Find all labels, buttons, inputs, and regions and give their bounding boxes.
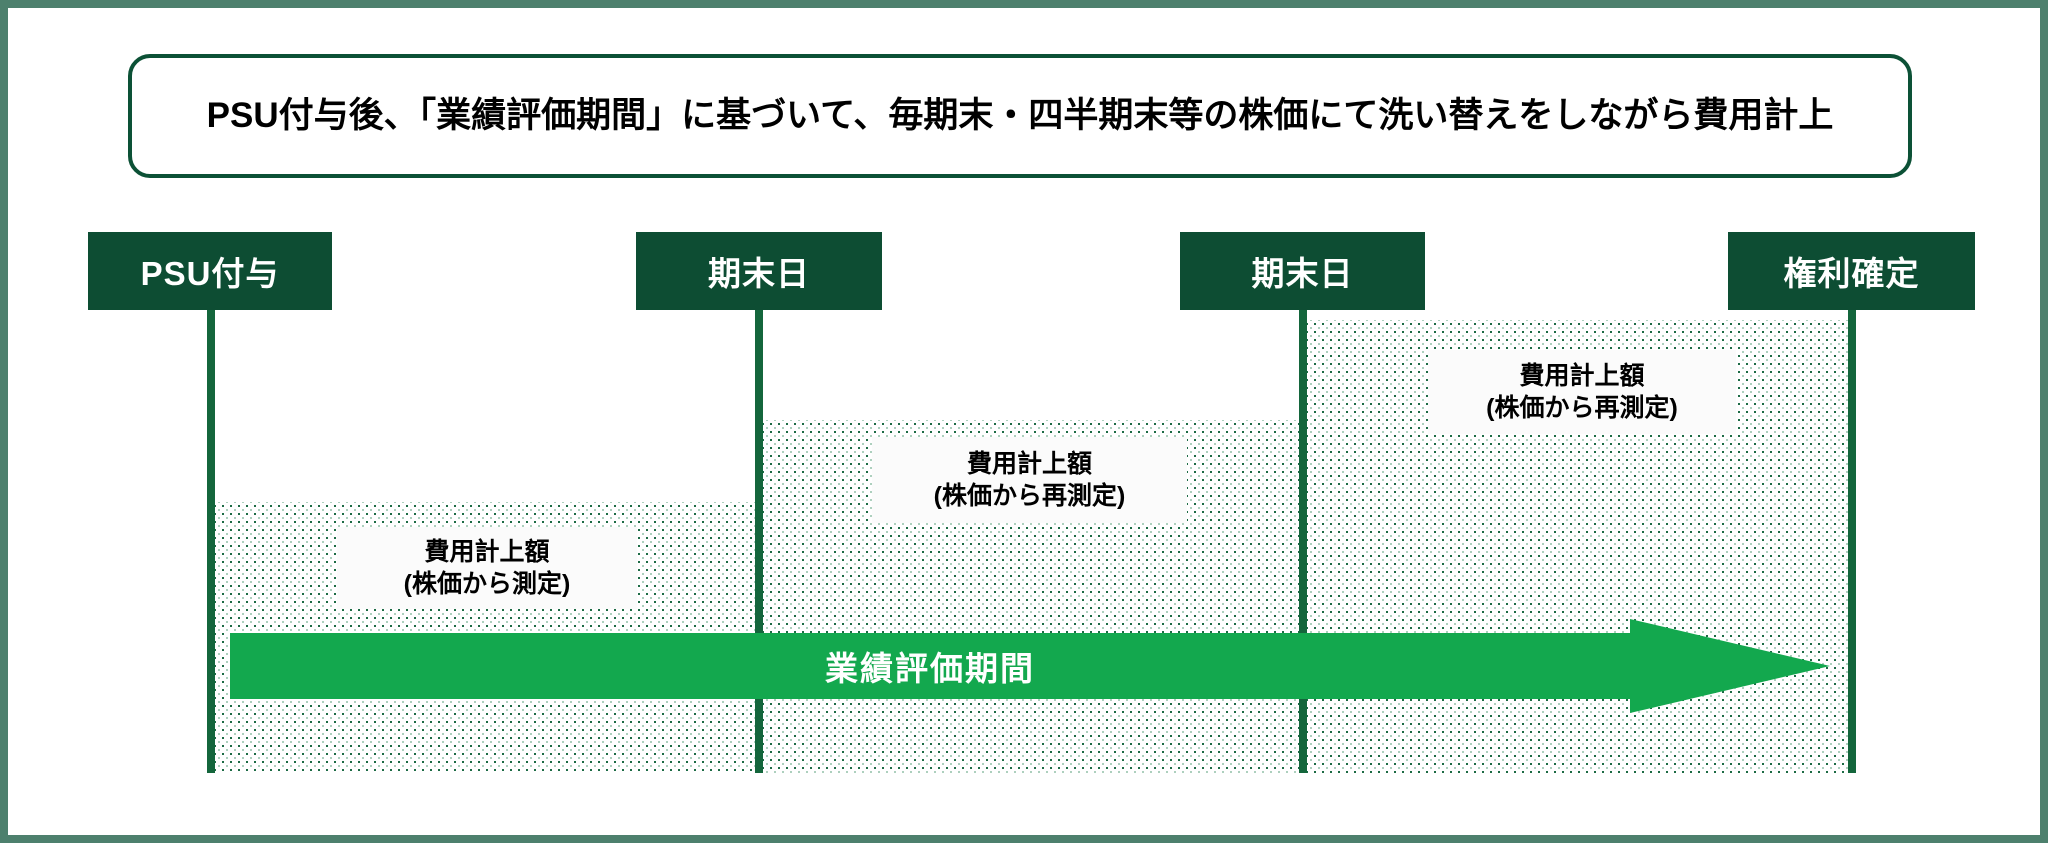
milestone-label-2: 期末日 (708, 255, 810, 292)
expense-box-initial: 費用計上額 (株価から測定) (337, 527, 637, 609)
expense-box-remeasure-1-line-2: (株価から再測定) (933, 482, 1126, 510)
expense-box-remeasure-2: 費用計上額 (株価から再測定) (1428, 350, 1736, 434)
expense-box-remeasure-2-line-1: 費用計上額 (1519, 362, 1645, 390)
header-callout-text: PSU付与後、「業績評価期間」に基づいて、毎期末・四半期末等の株価にて洗い替えを… (206, 96, 1834, 135)
expense-box-remeasure-1: 費用計上額 (株価から再測定) (872, 437, 1187, 523)
expense-box-initial-line-2: (株価から測定) (403, 570, 571, 598)
milestone-label-1: PSU付与 (140, 255, 280, 292)
milestone-box-2[interactable]: 期末日 (636, 232, 882, 310)
performance-period-arrow: 業績評価期間 (230, 619, 1830, 713)
timeline-rule-1 (207, 310, 215, 773)
timeline-rule-2 (755, 310, 763, 773)
header-callout: PSU付与後、「業績評価期間」に基づいて、毎期末・四半期末等の株価にて洗い替えを… (128, 54, 1912, 178)
milestone-box-3[interactable]: 期末日 (1180, 232, 1425, 310)
timeline-rule-3 (1299, 310, 1307, 773)
timeline-rule-4 (1848, 310, 1856, 773)
expense-box-remeasure-1-line-1: 費用計上額 (966, 450, 1092, 478)
milestone-box-4[interactable]: 権利確定 (1728, 232, 1975, 310)
milestone-label-3: 期末日 (1251, 255, 1354, 292)
expense-box-initial-line-1: 費用計上額 (424, 538, 550, 566)
arrow-shape-icon (230, 619, 1830, 713)
milestone-label-4: 権利確定 (1783, 255, 1920, 292)
expense-box-remeasure-2-line-2: (株価から再測定) (1486, 394, 1678, 422)
milestone-box-1[interactable]: PSU付与 (88, 232, 332, 310)
